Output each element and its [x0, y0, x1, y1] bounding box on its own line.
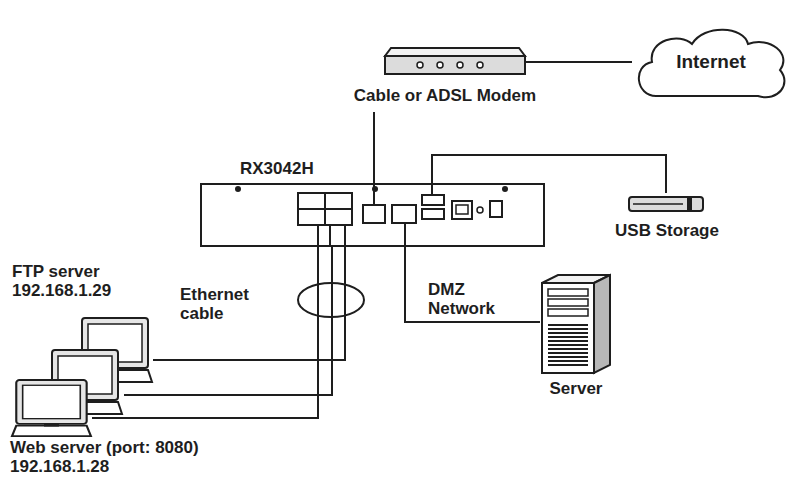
internet-cloud: Internet	[632, 22, 790, 104]
web-computer: Web server (port: 8080) 192.168.1.28	[12, 380, 92, 438]
modem: Cable or ADSL Modem	[335, 48, 525, 112]
usb-storage: USB Storage	[627, 193, 705, 215]
server-tower-outline	[540, 275, 612, 375]
ethernet-wire	[124, 247, 332, 395]
usb-storage-outline	[627, 193, 705, 215]
web-computer-outline	[12, 380, 92, 438]
node-label: Server	[516, 379, 636, 398]
node-label: RX3042H	[240, 159, 360, 178]
network-cable	[153, 247, 345, 360]
free-label: DMZ Network	[428, 280, 518, 318]
network-cable	[373, 112, 375, 183]
node-label: Web server (port: 8080) 192.168.1.28	[10, 438, 230, 476]
router-box-outline	[200, 183, 545, 247]
free-label: Ethernet cable	[180, 285, 260, 323]
server-tower: Server	[540, 275, 612, 375]
node-label: Cable or ADSL Modem	[325, 86, 565, 105]
node-label: USB Storage	[587, 221, 747, 240]
cable-bundle-ellipse	[298, 283, 364, 317]
network-cable	[525, 61, 632, 63]
router-box: RX3042H	[200, 183, 545, 247]
node-label: FTP server 192.168.1.29	[12, 262, 130, 300]
node-label: Internet	[632, 52, 790, 71]
network-cable	[405, 247, 540, 322]
